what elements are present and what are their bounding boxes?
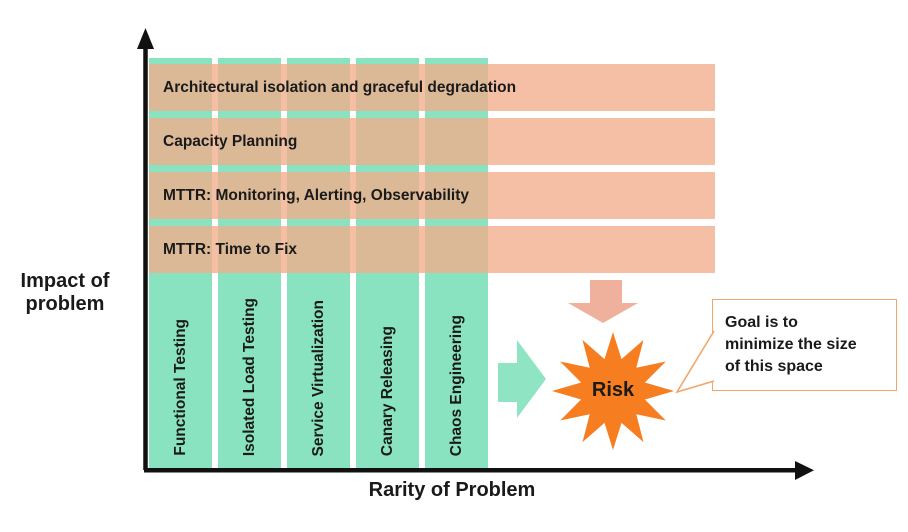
column-label: Isolated Load Testing (240, 297, 258, 456)
risk-label: Risk (591, 379, 635, 401)
down-arrow-icon (568, 280, 638, 323)
column-label: Chaos Engineering (447, 314, 465, 456)
right-arrow-icon (498, 340, 546, 418)
bar-label: MTTR: Time to Fix (163, 240, 298, 258)
y-axis-label-line2: problem (25, 293, 105, 315)
bar-label: Architectural isolation and graceful deg… (163, 78, 517, 96)
column-label: Canary Releasing (378, 325, 396, 456)
callout-line3: of this space (725, 358, 823, 375)
column-label: Functional Testing (171, 319, 189, 456)
bar-label: Capacity Planning (163, 132, 298, 150)
y-axis-arrowhead-icon (137, 28, 154, 49)
bar-label: MTTR: Monitoring, Alerting, Observabilit… (163, 186, 469, 204)
callout-bubble: Goal is to minimize the size of this spa… (712, 299, 897, 391)
callout-tail (675, 330, 715, 394)
bar-mttr-time-to-fix: MTTR: Time to Fix (149, 226, 715, 273)
bar-mttr-monitoring: MTTR: Monitoring, Alerting, Observabilit… (149, 172, 715, 219)
bar-architectural-isolation: Architectural isolation and graceful deg… (149, 64, 715, 111)
column-label: Service Virtualization (309, 299, 327, 457)
bar-capacity-planning: Capacity Planning (149, 118, 715, 165)
y-axis-label-line1: Impact of (20, 270, 110, 292)
callout-line1: Goal is to (725, 314, 798, 331)
callout-line2: minimize the size (725, 336, 857, 353)
x-axis-arrowhead-icon (795, 461, 814, 480)
y-axis-label: Impact of problem (6, 270, 124, 316)
x-axis-label: Rarity of Problem (368, 479, 536, 501)
